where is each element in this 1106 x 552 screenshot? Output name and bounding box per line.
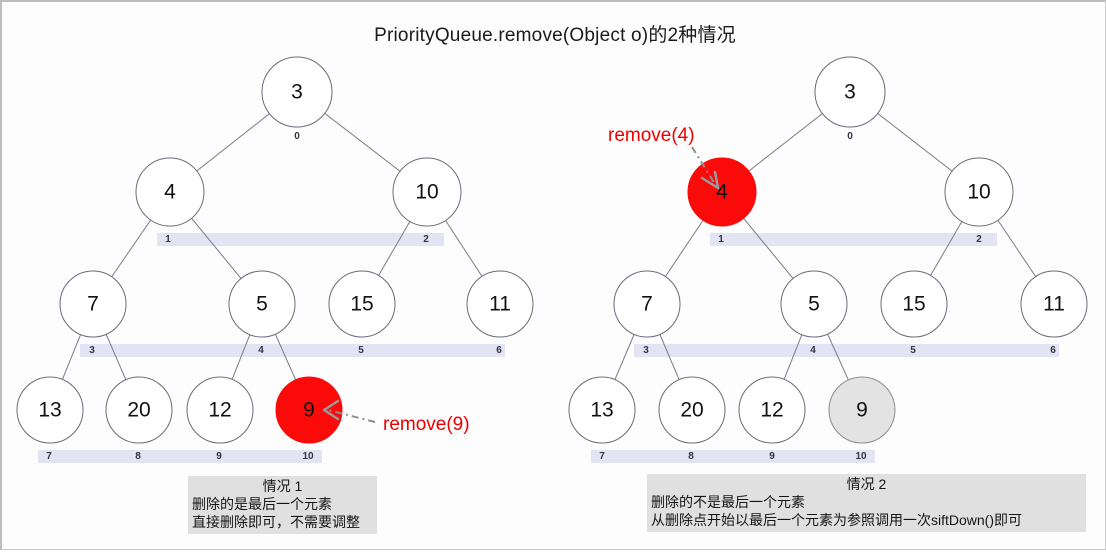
tree-node-label: 15 — [350, 293, 373, 316]
node-index-label: 7 — [599, 451, 605, 462]
tree-node-label: 13 — [38, 399, 61, 422]
tree-node-7[interactable] — [613, 270, 681, 338]
caption-case-1-line-2: 直接删除即可，不需要调整 — [192, 514, 360, 530]
node-index-label: 3 — [89, 345, 95, 356]
node-index-label: 4 — [810, 345, 816, 356]
tree-node-label: 3 — [291, 81, 303, 104]
annotation-label: remove(4) — [608, 125, 695, 146]
index-highlight-bar — [157, 233, 444, 246]
annotation-arrowhead — [322, 399, 340, 421]
tree-node-13[interactable] — [16, 376, 84, 444]
annotation-label: remove(9) — [383, 414, 470, 435]
index-highlight-bar — [80, 344, 505, 357]
caption-case-1: 情况 1 删除的是最后一个元素 直接删除即可，不需要调整 — [188, 476, 377, 534]
node-index-label: 6 — [1050, 345, 1056, 356]
node-index-label: 8 — [135, 451, 141, 462]
tree-node-label: 10 — [415, 181, 438, 204]
tree-node-7[interactable] — [59, 270, 127, 338]
tree-node-15[interactable] — [880, 270, 948, 338]
tree-node-4[interactable] — [135, 157, 205, 227]
node-index-label: 1 — [165, 234, 171, 245]
index-highlight-bar — [710, 233, 997, 246]
tree-node-label: 10 — [967, 181, 990, 204]
tree-node-5[interactable] — [780, 270, 848, 338]
node-index-label: 8 — [688, 451, 694, 462]
annotation-arrowhead — [700, 170, 720, 190]
page-title: PriorityQueue.remove(Object o)的2种情况 — [374, 25, 736, 46]
tree-node-12[interactable] — [186, 376, 254, 444]
node-index-label: 9 — [769, 451, 775, 462]
annotation-leader-line — [691, 146, 716, 185]
tree-node-label: 5 — [256, 293, 268, 316]
tree-node-9-last-gray[interactable] — [828, 376, 896, 444]
caption-case-1-title: 情况 1 — [262, 478, 303, 494]
tree-node-11[interactable] — [466, 270, 534, 338]
tree-node-label: 11 — [489, 293, 511, 316]
tree-node-20[interactable] — [105, 376, 173, 444]
annotation-leader-line — [327, 409, 376, 423]
node-index-label: 10 — [302, 451, 314, 462]
caption-case-2-title: 情况 2 — [846, 476, 887, 492]
tree-node-3[interactable] — [261, 56, 333, 128]
tree-node-20[interactable] — [658, 376, 726, 444]
tree-node-label: 20 — [680, 399, 703, 422]
caption-case-2-line-1: 删除的不是最后一个元素 — [651, 494, 805, 510]
tree-node-11[interactable] — [1020, 270, 1088, 338]
tree-node-label: 12 — [760, 399, 783, 422]
tree-node-12[interactable] — [738, 376, 806, 444]
tree-node-label: 3 — [844, 81, 856, 104]
tree-node-label: 12 — [208, 399, 231, 422]
index-highlight-bar — [634, 344, 1059, 357]
node-index-label: 0 — [847, 131, 853, 142]
tree-node-10[interactable] — [392, 157, 462, 227]
index-highlight-bar — [38, 450, 322, 463]
tree-node-label: 7 — [641, 293, 653, 316]
tree-node-label: 5 — [808, 293, 820, 316]
tree-node-label: 13 — [590, 399, 613, 422]
node-index-label: 6 — [496, 345, 502, 356]
node-index-label: 2 — [423, 234, 429, 245]
node-index-label: 5 — [358, 345, 364, 356]
tree-node-9-removed-red[interactable] — [275, 376, 343, 444]
caption-case-2-line-2: 从删除点开始以最后一个元素为参照调用一次siftDown()即可 — [651, 512, 1023, 528]
tree-node-label: 9 — [856, 399, 868, 422]
tree-node-label: 9 — [303, 399, 315, 422]
tree-node-13[interactable] — [568, 376, 636, 444]
caption-case-1-line-1: 删除的是最后一个元素 — [192, 496, 332, 512]
tree-node-label: 4 — [716, 181, 728, 204]
index-highlight-bar — [591, 450, 875, 463]
node-index-label: 9 — [216, 451, 222, 462]
node-index-label: 7 — [46, 451, 52, 462]
node-index-label: 1 — [718, 234, 724, 245]
node-index-label: 0 — [294, 131, 300, 142]
tree-node-label: 11 — [1043, 293, 1065, 316]
caption-case-2: 情况 2 删除的不是最后一个元素 从删除点开始以最后一个元素为参照调用一次sif… — [647, 474, 1086, 532]
node-index-label: 3 — [643, 345, 649, 356]
node-index-label: 10 — [855, 451, 867, 462]
tree-node-label: 7 — [87, 293, 99, 316]
tree-node-5[interactable] — [228, 270, 296, 338]
tree-node-label: 4 — [164, 181, 176, 204]
node-index-label: 5 — [910, 345, 916, 356]
node-index-label: 2 — [976, 234, 982, 245]
tree-node-15[interactable] — [328, 270, 396, 338]
tree-node-4-removed-red[interactable] — [687, 157, 757, 227]
tree-node-label: 20 — [127, 399, 150, 422]
tree-node-label: 15 — [902, 293, 925, 316]
tree-node-3[interactable] — [814, 56, 886, 128]
node-index-label: 4 — [258, 345, 264, 356]
tree-node-10[interactable] — [944, 157, 1014, 227]
